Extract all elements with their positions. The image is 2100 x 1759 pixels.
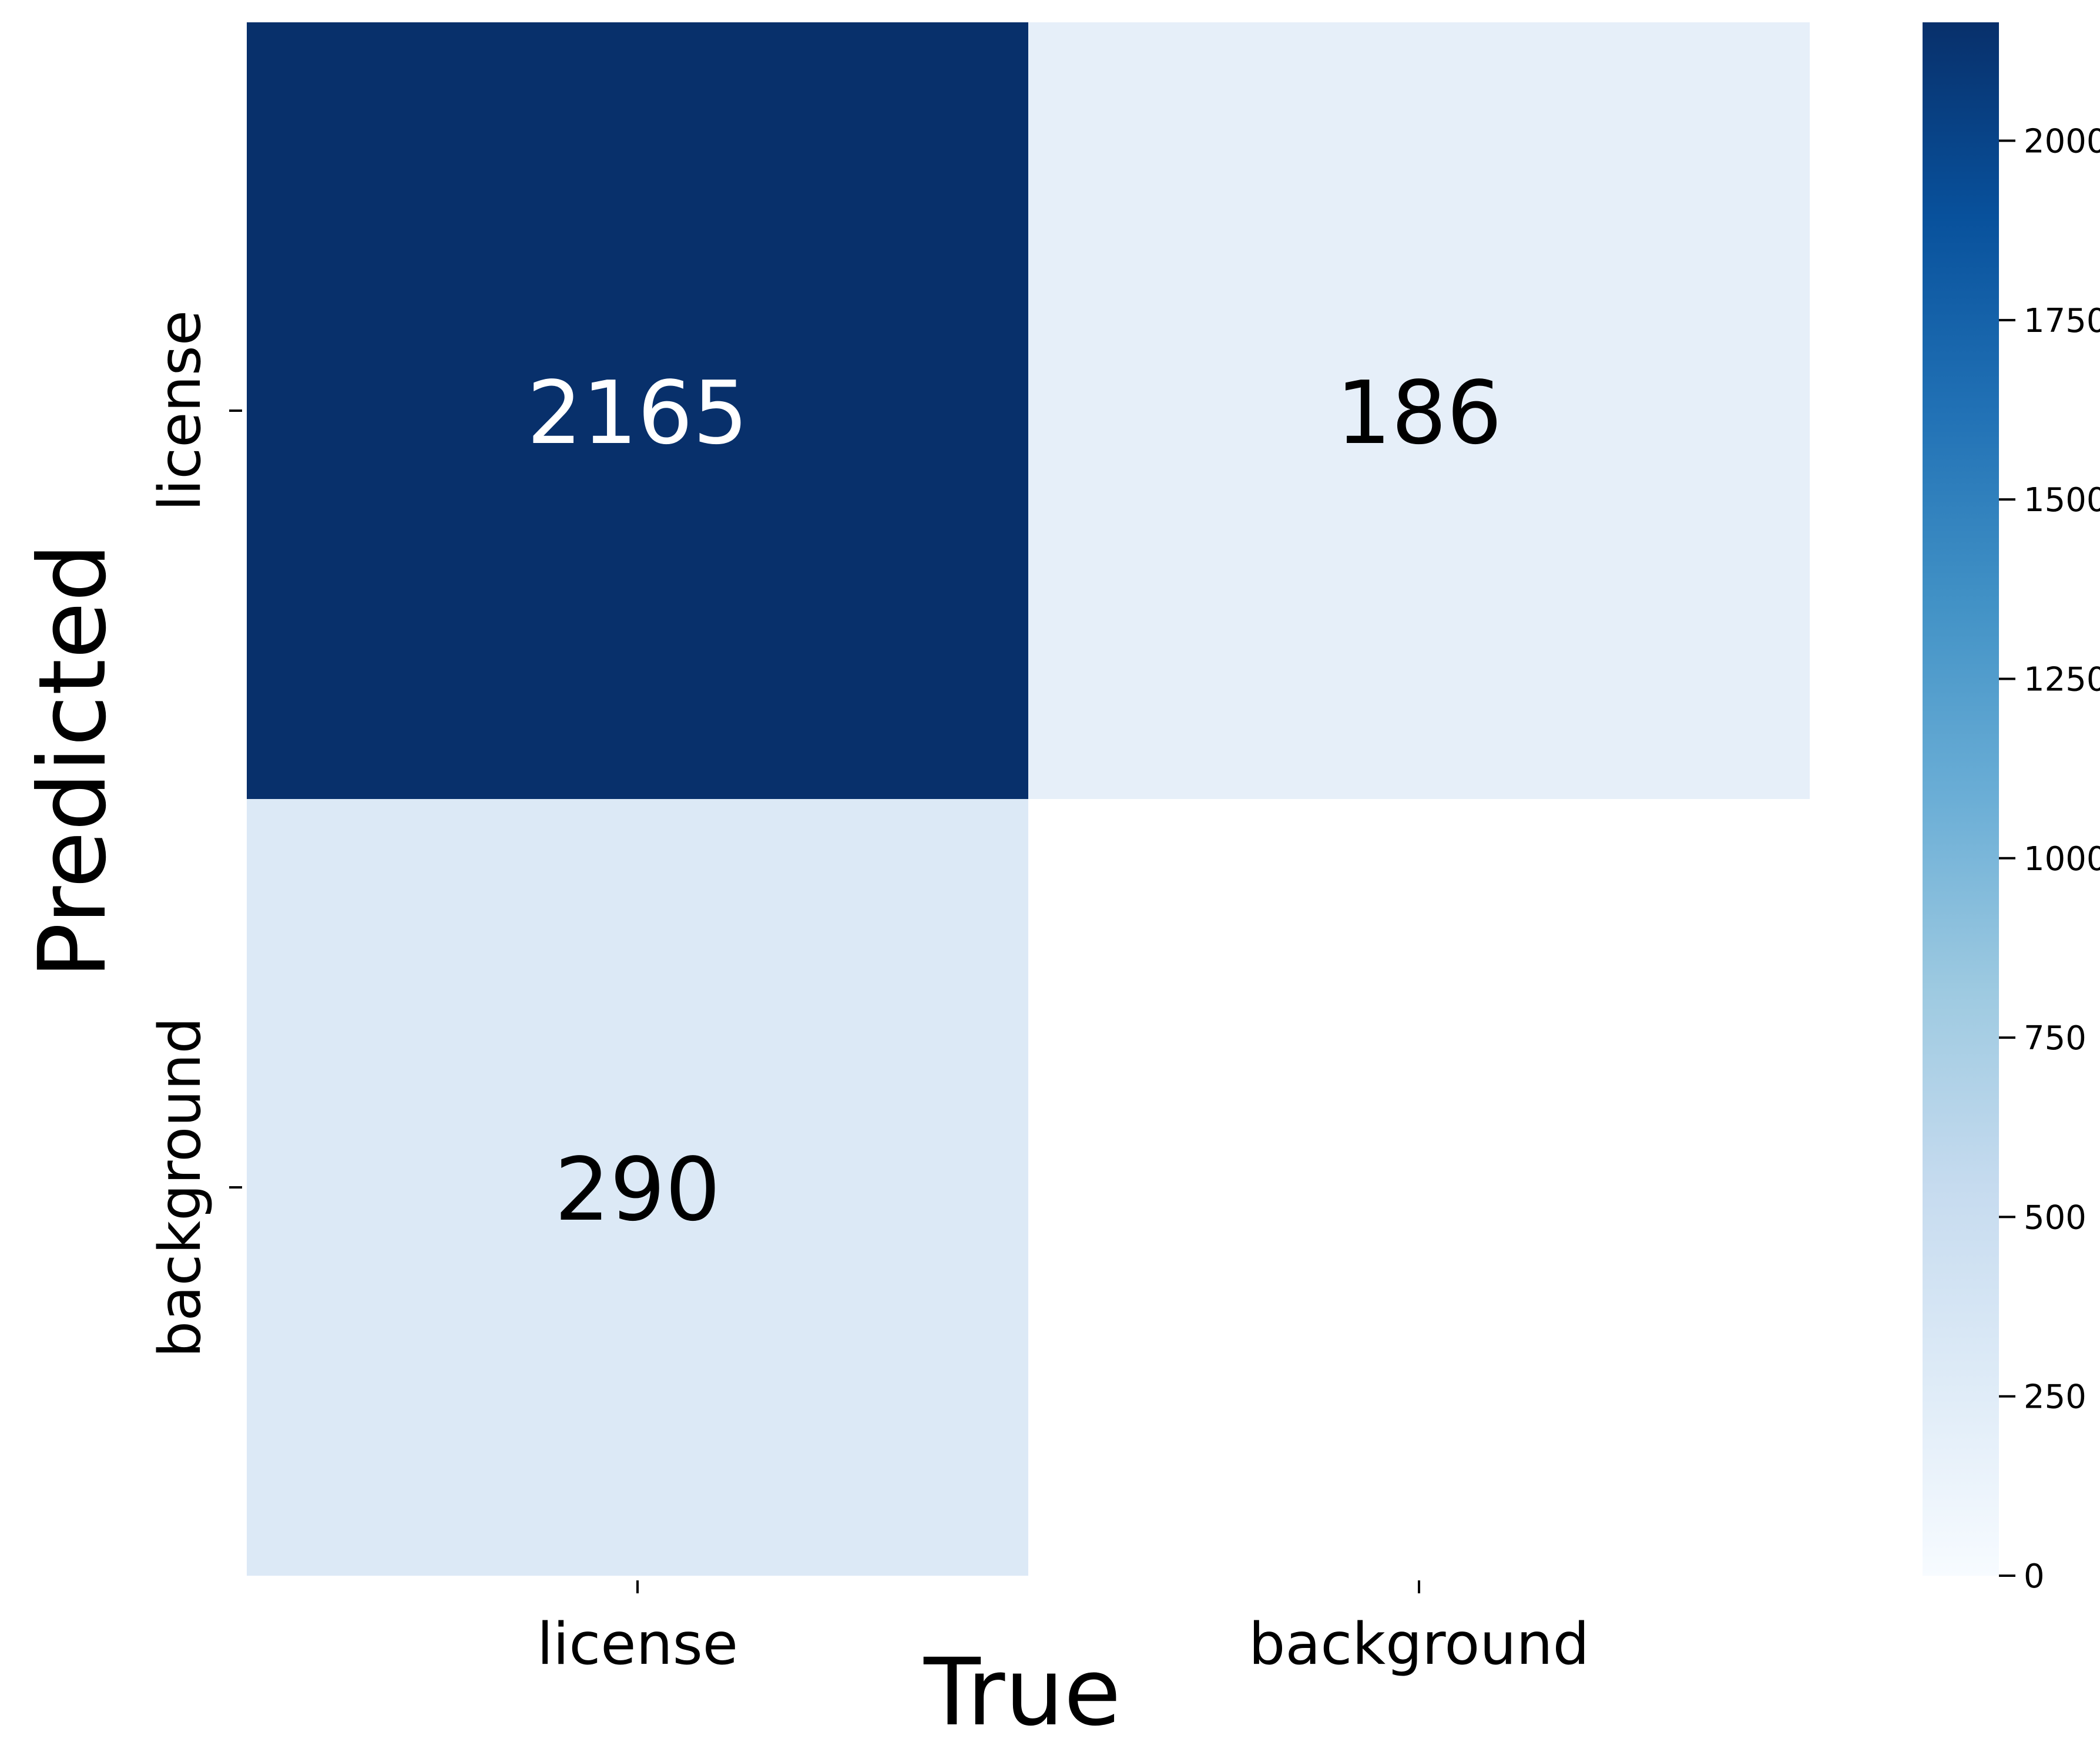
heatmap-cells [247,22,1810,1576]
cell-value-label: 290 [555,1139,721,1240]
y-tick-label: background [147,1017,214,1358]
colorbar-tick-label: 1000 [2024,840,2100,878]
cell-value-label: 186 [1336,362,1502,464]
heatmap-labels: 2165 186 290 license background license backgr… [147,310,1589,1678]
colorbar-gradient [1923,22,1999,1576]
colorbar-tick-label: 2000 [2024,123,2100,161]
y-axis-title: Predicted [19,543,127,979]
colorbar-tick-label: 500 [2024,1199,2086,1237]
colorbar-tick-label: 0 [2024,1557,2045,1596]
x-axis-title: True [923,1639,1121,1747]
x-tick-label: license [537,1611,738,1678]
colorbar-tick-label: 750 [2024,1019,2086,1058]
heatmap-cell [1028,22,1810,799]
colorbar-tick-label: 250 [2024,1378,2086,1416]
heatmap-cell [1028,799,1810,1576]
colorbar-tick-label: 1750 [2024,302,2100,340]
heatmap-cell [247,22,1028,799]
cell-value-label: 2165 [527,362,749,464]
colorbar-tick-label: 1500 [2024,481,2100,519]
x-tick-label: background [1249,1611,1589,1678]
heatmap-cell [247,799,1028,1576]
colorbar-tick-label: 1250 [2024,660,2100,699]
colorbar: 0 250 500 750 1000 1250 1500 1750 2000 [1923,22,2100,1596]
y-tick-label: license [147,310,214,511]
